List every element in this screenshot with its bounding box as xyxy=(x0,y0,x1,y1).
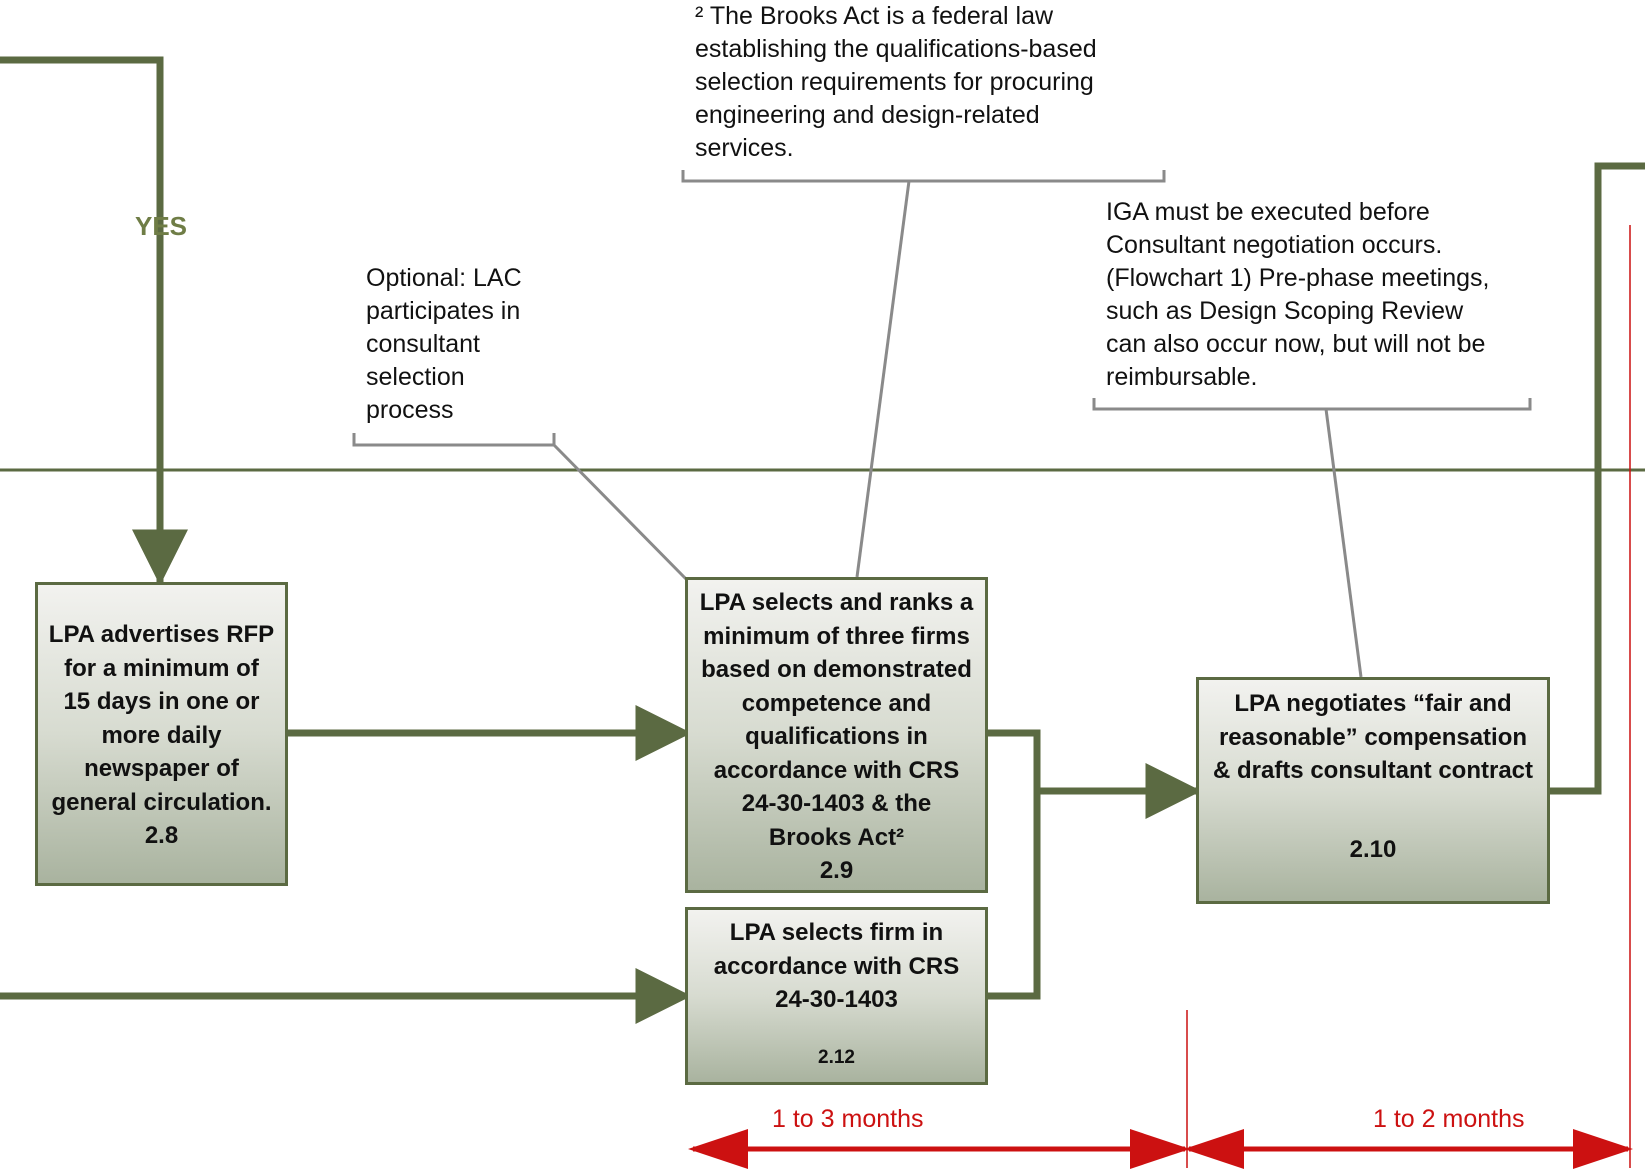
process-box-advertise-rfp: LPA advertises RFP for a minimum of 15 d… xyxy=(35,582,288,886)
callout-leader-lac xyxy=(552,443,690,583)
flow-negotiate-out xyxy=(1549,162,1645,795)
select-firm-text: LPA selects firm in accordance with CRS … xyxy=(713,919,960,1013)
select-firm-step-number: 2.12 xyxy=(818,1046,855,1068)
process-box-negotiate-contract: LPA negotiates “fair and reasonable” com… xyxy=(1196,677,1550,904)
timeline-phase-1-label: 1 to 3 months xyxy=(772,1105,924,1133)
advertise-rfp-step-number: 2.8 xyxy=(144,822,179,849)
select-rank-firms-step-number: 2.9 xyxy=(819,857,854,884)
negotiate-contract-step-number: 2.10 xyxy=(1349,835,1397,863)
negotiate-contract-text: LPA negotiates “fair and reasonable” com… xyxy=(1212,690,1534,784)
lac-optional-note: Optional: LAC participates in consultant… xyxy=(366,264,522,424)
flow-merge-connector xyxy=(987,729,1041,1000)
process-box-select-firm: LPA selects firm in accordance with CRS … xyxy=(685,907,988,1085)
process-box-select-rank-firms: LPA selects and ranks a minimum of three… xyxy=(685,577,988,893)
brooks-act-footnote: ² The Brooks Act is a federal law establ… xyxy=(695,2,1097,162)
yes-branch-label: YES xyxy=(135,211,188,241)
callout-bracket-iga xyxy=(1092,398,1532,411)
callout-leader-iga xyxy=(1324,408,1363,678)
callout-bracket-brooks xyxy=(681,170,1166,183)
select-rank-firms-text: LPA selects and ranks a minimum of three… xyxy=(699,589,974,851)
flow-yes-to-advertise xyxy=(0,56,188,586)
advertise-rfp-text: LPA advertises RFP for a minimum of 15 d… xyxy=(48,621,275,816)
callout-bracket-lac xyxy=(352,433,556,447)
callout-leader-brooks xyxy=(855,180,911,578)
iga-requirement-note: IGA must be executed before Consultant n… xyxy=(1106,198,1490,391)
timeline-phase-2-label: 1 to 2 months xyxy=(1373,1105,1525,1133)
